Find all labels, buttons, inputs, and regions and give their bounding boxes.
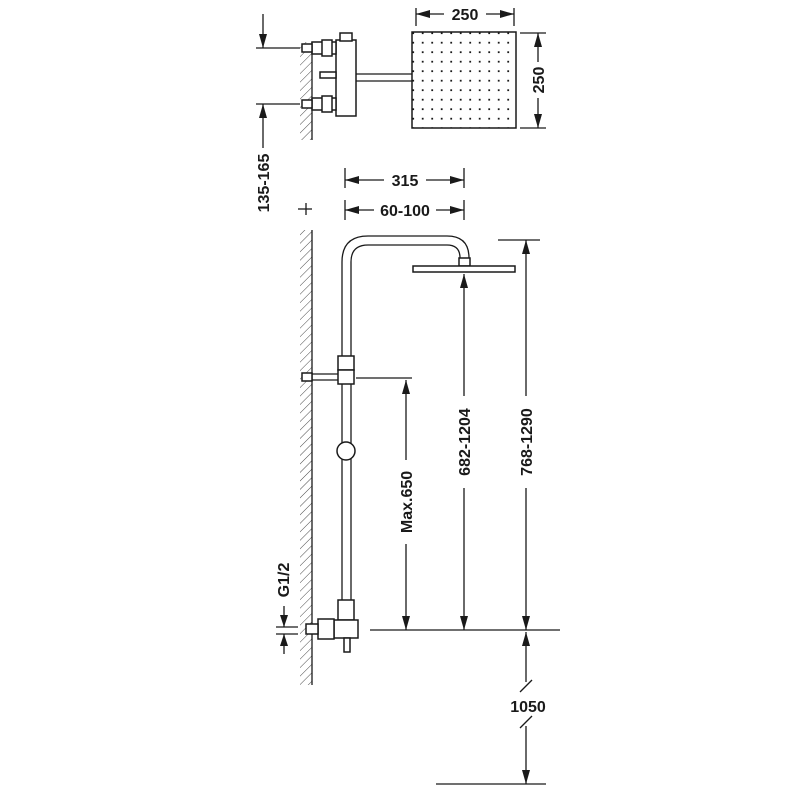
top-mixer-body — [335, 39, 357, 117]
dim-arm-projection: 60-100 — [380, 203, 430, 220]
dim-hand-shower-max: Max.650 — [399, 471, 416, 533]
side-wall — [300, 230, 312, 685]
dim-overall-height: 768-1290 — [519, 408, 536, 476]
top-wall — [300, 42, 312, 140]
side-view: 315 60-100 Max.650 682-1204 768-1290 — [276, 168, 560, 785]
dim-head-depth: 250 — [531, 67, 548, 94]
dim-floor-to-inlet: 1050 — [510, 699, 546, 716]
side-shower-head — [412, 265, 516, 273]
dim-head-width: 250 — [452, 7, 479, 24]
dim-inlet-thread: G1/2 — [276, 563, 293, 598]
dim-wall-offset: 135-165 — [256, 154, 273, 213]
dim-arm-length: 315 — [392, 173, 419, 190]
dim-head-height: 682-1204 — [457, 408, 474, 476]
top-view: 250 250 135-165 — [256, 4, 548, 212]
top-shower-head — [411, 31, 517, 129]
